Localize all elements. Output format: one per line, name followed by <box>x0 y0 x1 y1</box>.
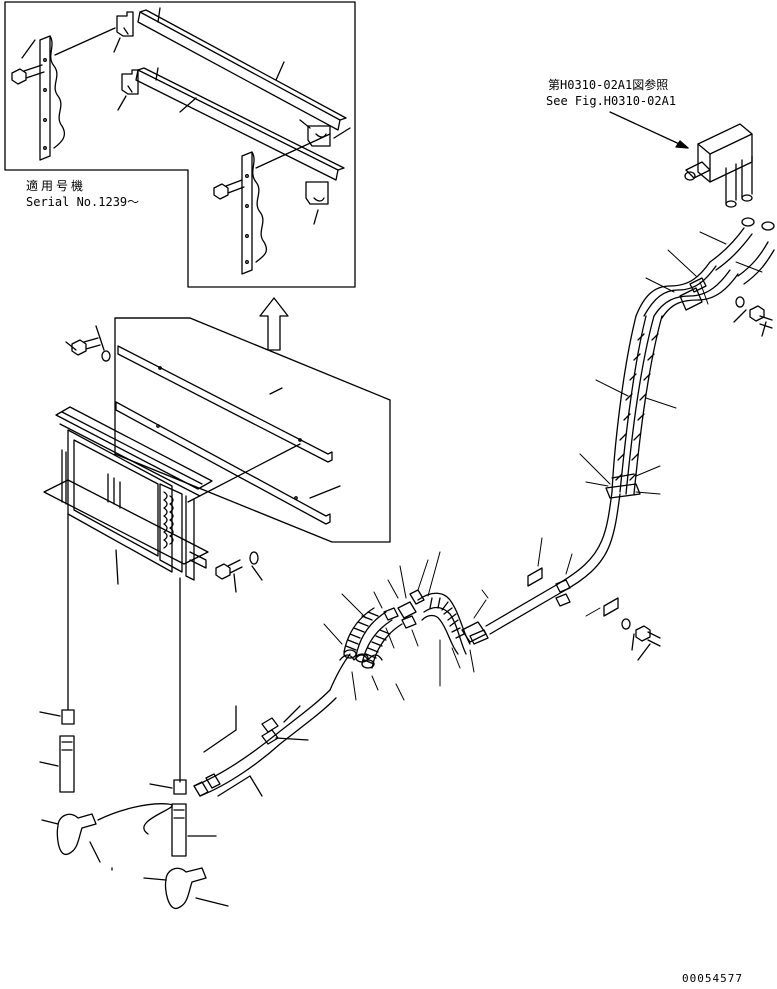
riser-pipe <box>605 315 663 499</box>
referenced-valve <box>609 111 753 208</box>
oil-cooler <box>43 406 213 585</box>
bracket-bar-lower <box>115 401 341 525</box>
vertical-bracket-left <box>39 27 116 161</box>
bolt-lower-right <box>621 618 661 661</box>
clip-right-lower <box>305 181 329 225</box>
clip-right-upper <box>299 119 331 147</box>
vertical-bracket-right <box>241 133 331 275</box>
applicability-label-jp: 適用号機 <box>26 179 87 193</box>
reference-label-jp: 第H0310-02A1図参照 <box>548 78 669 92</box>
bolt-lower-box <box>65 325 111 362</box>
long-bar-lower <box>135 67 345 181</box>
clip-middle <box>117 69 139 111</box>
bolt-upper-right <box>733 296 773 337</box>
top-inset-box <box>4 1 356 288</box>
reference-label-en: See Fig.H0310-02A1 <box>546 94 677 108</box>
drawing-number: 00054577 <box>682 972 743 985</box>
right-fittings <box>97 577 229 909</box>
spiral-hose-3 <box>417 592 471 655</box>
spiral-hose-1 <box>343 607 387 663</box>
bolt-left <box>11 64 45 85</box>
up-arrow <box>259 297 289 351</box>
bolt-cooler <box>215 551 263 593</box>
spiral-hose-2 <box>361 619 403 669</box>
bracket-bar-upper <box>117 345 333 463</box>
bolt-right <box>213 179 245 200</box>
lower-inset-box <box>114 317 391 543</box>
leader-lines <box>323 231 763 701</box>
left-fittings <box>39 513 113 871</box>
clip-upper <box>113 11 134 53</box>
main-hose <box>193 217 775 797</box>
applicability-serial-label: Serial No.1239～ <box>26 195 140 209</box>
long-bar-upper <box>137 7 347 131</box>
